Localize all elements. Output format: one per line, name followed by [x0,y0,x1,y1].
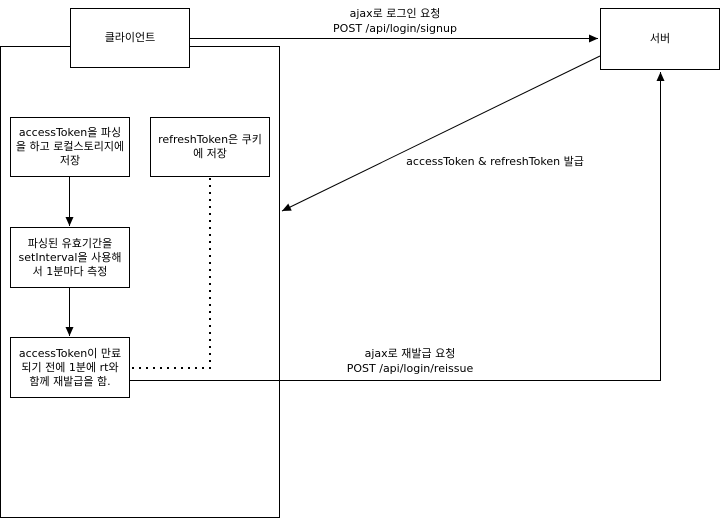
server-node-label: 서버 [649,32,671,45]
reissue-node: accessToken이 만료되기 전에 1분에 rt와 함께 재발급을 함. [10,337,130,398]
token-issue-text: accessToken & refreshToken 발급 [406,155,584,168]
reissue-label: accessToken이 만료되기 전에 1분에 rt와 함께 재발급을 함. [18,346,122,388]
login-request-line2: POST /api/login/signup [333,22,457,35]
server-node: 서버 [600,8,720,70]
client-node: 클라이언트 [70,8,190,68]
token-issue-arrow [281,55,601,212]
login-request-line1: ajax로 로그인 요청 [349,7,441,20]
login-request-label: ajax로 로그인 요청 POST /api/login/signup [330,6,460,36]
client-node-label: 클라이언트 [104,31,156,44]
access-token-store-node: accessToken을 파싱을 하고 로컬스토리지에 저장 [10,117,130,177]
reissue-request-arrow [130,72,665,381]
interval-measure-node: 파싱된 유효기간을 setInterval을 사용해서 1분마다 측정 [10,227,130,288]
refresh-token-store-label: refreshToken은 쿠키에 저장 [158,133,262,160]
reissue-request-label: ajax로 재발급 요청 POST /api/login/reissue [345,346,475,376]
refresh-token-dotted-link [130,178,211,369]
access-token-store-label: accessToken을 파싱을 하고 로컬스토리지에 저장 [15,126,125,167]
refresh-token-store-node: refreshToken은 쿠키에 저장 [150,117,270,177]
reissue-request-line1: ajax로 재발급 요청 [364,347,456,360]
token-issue-label: accessToken & refreshToken 발급 [395,154,595,169]
interval-measure-label: 파싱된 유효기간을 setInterval을 사용해서 1분마다 측정 [18,236,122,278]
reissue-request-line2: POST /api/login/reissue [346,362,474,375]
